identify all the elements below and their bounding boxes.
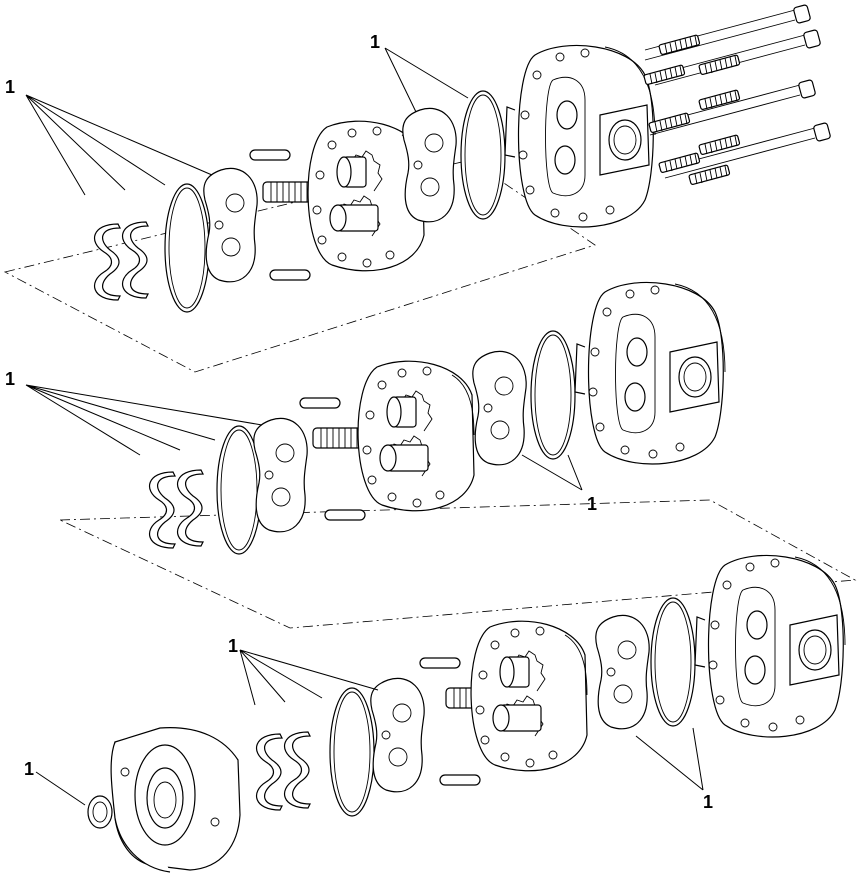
dowel-pin bbox=[269, 269, 311, 281]
centerline-plane-1 bbox=[3, 159, 596, 373]
o-ring bbox=[460, 90, 506, 220]
callout-label: 1 bbox=[370, 32, 380, 52]
gear-housing bbox=[357, 360, 475, 512]
callout-label: 1 bbox=[24, 759, 34, 779]
o-ring bbox=[650, 597, 696, 727]
wear-plate bbox=[370, 677, 425, 793]
stud bbox=[658, 152, 701, 174]
section-2 bbox=[25, 281, 857, 629]
callout-label: 1 bbox=[703, 792, 713, 812]
end-housing bbox=[694, 554, 846, 738]
leader-line bbox=[239, 649, 379, 706]
mounting-flange bbox=[110, 727, 241, 873]
leader-line bbox=[25, 384, 263, 456]
dowel-pin bbox=[324, 509, 366, 521]
wear-plate bbox=[595, 614, 650, 730]
wear-plate bbox=[402, 107, 457, 223]
leader-line bbox=[35, 771, 86, 806]
stud bbox=[643, 64, 686, 86]
callout-label: 1 bbox=[5, 77, 15, 97]
seal-ring bbox=[255, 733, 283, 811]
section-3 bbox=[35, 554, 846, 873]
stud bbox=[688, 164, 731, 186]
callout-label: 1 bbox=[228, 636, 238, 656]
leader-line bbox=[635, 727, 704, 791]
callout-label: 1 bbox=[587, 494, 597, 514]
dowel-pin bbox=[439, 774, 481, 786]
callout-label: 1 bbox=[5, 369, 15, 389]
seal-ring bbox=[176, 469, 204, 547]
gear-housing bbox=[470, 620, 588, 772]
seal-ring bbox=[93, 223, 121, 301]
section-1 bbox=[3, 3, 832, 373]
wear-plate bbox=[472, 350, 527, 466]
leader-line bbox=[384, 47, 469, 113]
end-housing bbox=[574, 281, 726, 465]
seal-ring bbox=[121, 221, 149, 299]
o-ring bbox=[164, 183, 210, 313]
shaft-seal bbox=[87, 795, 113, 829]
seal-ring bbox=[283, 731, 311, 809]
wear-plate bbox=[203, 167, 258, 283]
stud bbox=[658, 34, 701, 56]
o-ring bbox=[530, 330, 576, 460]
bolt bbox=[664, 121, 832, 179]
centerline-plane-2 bbox=[59, 499, 857, 629]
leader-line bbox=[521, 454, 583, 491]
leader-line bbox=[25, 94, 213, 196]
seal-ring bbox=[148, 471, 176, 549]
wear-plate bbox=[253, 417, 308, 533]
dowel-pin bbox=[249, 149, 291, 161]
o-ring bbox=[329, 687, 375, 817]
end-housing bbox=[504, 44, 656, 228]
dowel-pin bbox=[419, 657, 461, 669]
stud bbox=[698, 134, 741, 156]
dowel-pin bbox=[299, 397, 341, 409]
